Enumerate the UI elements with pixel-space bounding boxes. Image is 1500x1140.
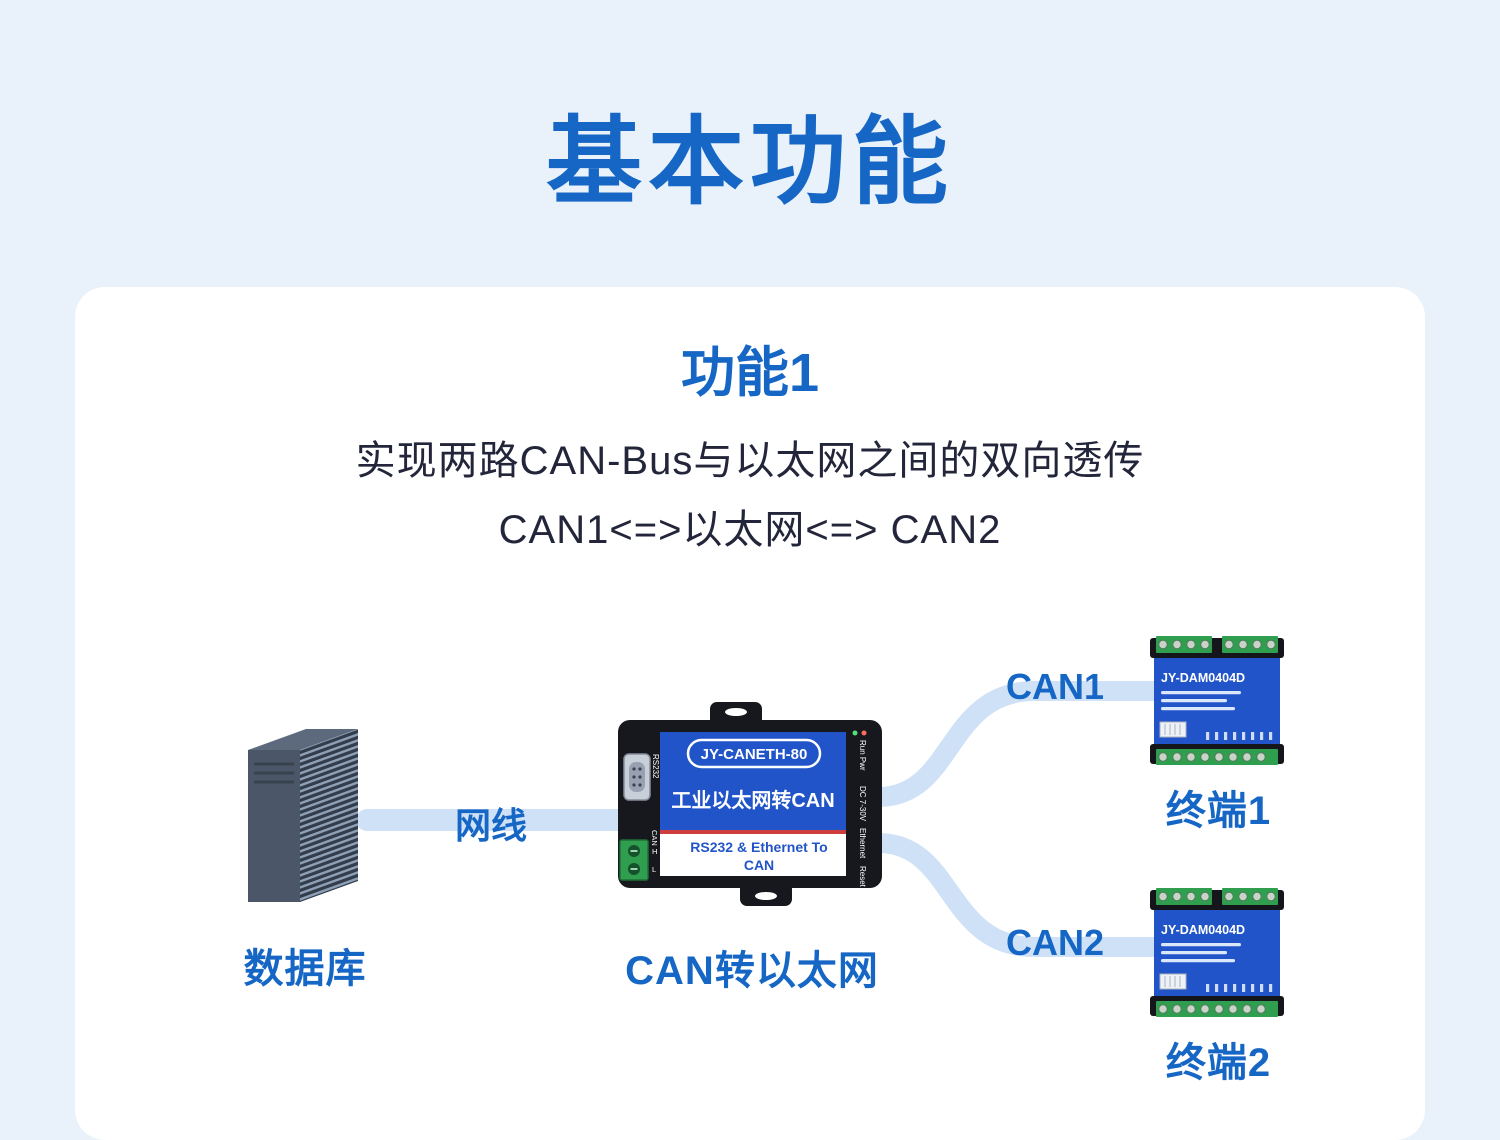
top-terminal-blocks xyxy=(1156,636,1278,653)
server-side-face xyxy=(300,729,358,902)
can2-label: CAN2 xyxy=(1005,922,1104,963)
ethernet-label: Ethernet xyxy=(858,828,867,859)
top-terminal-blocks xyxy=(1156,888,1278,905)
rs232-port-label: RS232 xyxy=(651,754,660,779)
converter-face-white xyxy=(660,834,846,876)
server-top-face xyxy=(248,729,358,750)
terminal-device-2: JY-DAM0404D xyxy=(1150,888,1284,1017)
converter-name-en-line1: RS232 & Ethernet To xyxy=(690,839,827,855)
can-terminal-block xyxy=(619,839,649,881)
feature-heading: 功能1 xyxy=(680,343,820,403)
can-bus-lines xyxy=(868,681,1170,957)
converter-name-en-line2: CAN xyxy=(744,857,774,873)
bottom-terminal-blocks xyxy=(1156,1001,1278,1017)
terminal1-label: 终端1 xyxy=(1165,789,1272,833)
page-title: 基本功能 xyxy=(546,109,954,216)
pin-l-label: L xyxy=(652,865,656,874)
reset-label: Reset xyxy=(858,866,867,888)
terminal2-label: 终端2 xyxy=(1165,1041,1272,1085)
indicator-ticks xyxy=(1206,732,1273,740)
can2-line xyxy=(868,833,1170,957)
indicator-ticks xyxy=(1206,984,1273,992)
converter-face-blue xyxy=(660,732,846,830)
pin-h-label: H xyxy=(652,847,657,856)
can1-line xyxy=(868,681,1170,807)
server-front-face xyxy=(248,750,300,902)
power-label: DC 7-30V xyxy=(858,786,867,822)
server-front-grooves xyxy=(254,762,294,784)
spec-lines xyxy=(1161,691,1241,711)
network-cable-label: 网线 xyxy=(454,805,527,846)
database-server-icon xyxy=(248,729,358,902)
terminal-device-1: JY-DAM0404D xyxy=(1150,636,1284,765)
model-badge xyxy=(686,738,822,769)
feature-description-line1: 实现两路CAN-Bus与以太网之间的双向透传 xyxy=(355,439,1145,483)
database-label: 数据库 xyxy=(243,947,367,991)
dip-connector xyxy=(1159,973,1187,990)
network-cable-line xyxy=(356,809,636,831)
converter-label: CAN转以太网 xyxy=(625,949,879,993)
terminal-model: JY-DAM0404D xyxy=(1161,671,1245,685)
feature-description-line2: CAN1<=>以太网<=> CAN2 xyxy=(498,508,1002,552)
led-labels: Run Pwr xyxy=(858,740,867,771)
can-port-label: CAN xyxy=(650,830,659,846)
terminal-model: JY-DAM0404D xyxy=(1161,923,1245,937)
run-led xyxy=(852,730,858,736)
converter-model: JY-CANETH-80 xyxy=(701,746,808,763)
bottom-terminal-blocks xyxy=(1156,749,1278,765)
dip-connector xyxy=(1159,721,1187,738)
can-ethernet-converter-device: JY-CANETH-80 工业以太网转CAN RS232 & Ethernet … xyxy=(618,702,882,906)
converter-name-cn: 工业以太网转CAN xyxy=(671,788,834,812)
red-divider xyxy=(660,830,846,834)
pwr-led xyxy=(861,730,867,736)
spec-lines xyxy=(1161,943,1241,963)
can1-label: CAN1 xyxy=(1005,666,1104,707)
rs232-port xyxy=(623,753,651,801)
